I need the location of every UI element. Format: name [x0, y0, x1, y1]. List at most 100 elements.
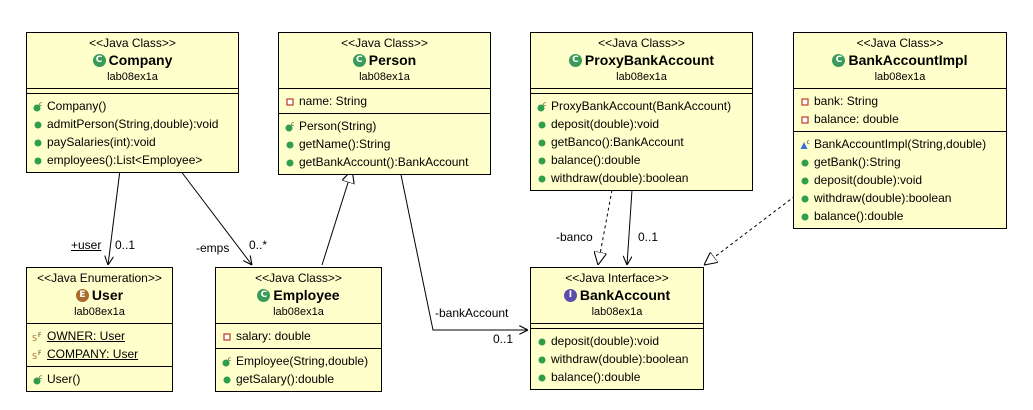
class-icon: C	[92, 53, 106, 67]
method-row[interactable]: deposit(double):void	[794, 171, 1006, 189]
method-row[interactable]: deposit(double):void	[531, 332, 703, 350]
package-label: lab08ex1a	[359, 71, 410, 83]
emps-role-label: -emps	[196, 241, 230, 255]
method-row[interactable]: withdraw(double):boolean	[531, 169, 752, 187]
method-text: getName():String	[299, 137, 391, 151]
method-row[interactable]: admitPerson(String,double):void	[27, 115, 238, 133]
method-row[interactable]: getBanco():BankAccount	[531, 133, 752, 151]
method-row[interactable]: deposit(double):void	[531, 115, 752, 133]
method-row[interactable]: getBank():String	[794, 153, 1006, 171]
class-name-text: Company	[108, 52, 173, 68]
method-text: withdraw(double):boolean	[814, 191, 952, 205]
constructor-icon: c	[32, 373, 44, 385]
edge-company-user	[108, 169, 121, 265]
svg-text:c: c	[807, 139, 810, 146]
attributes-compartment	[531, 89, 752, 94]
method-text: admitPerson(String,double):void	[47, 117, 219, 131]
method-text: getBankAccount():BankAccount	[299, 155, 469, 169]
attribute-text: bank: String	[814, 94, 879, 108]
attribute-row[interactable]: balance: double	[794, 110, 1006, 128]
method-row[interactable]: getSalary():double	[216, 370, 381, 388]
public-icon	[536, 371, 548, 383]
banco-multiplicity-label: 0..1	[638, 230, 659, 244]
attribute-text: OWNER: User	[47, 329, 125, 343]
method-row[interactable]: employees():List<Employee>	[27, 151, 238, 169]
banco-role-label: -banco	[556, 230, 593, 244]
edge-company-employee	[179, 169, 252, 265]
method-row[interactable]: c BankAccountImpl(String,double)	[794, 135, 1006, 153]
method-row[interactable]: getBankAccount():BankAccount	[279, 153, 490, 171]
public-icon	[799, 210, 811, 222]
methods-compartment: c ProxyBankAccount(BankAccount) deposit(do…	[531, 94, 752, 190]
method-text: deposit(double):void	[814, 173, 923, 187]
public-icon	[536, 353, 548, 365]
method-row[interactable]: c ProxyBankAccount(BankAccount)	[531, 97, 752, 115]
public-icon	[284, 156, 296, 168]
attribute-row[interactable]: bank: String	[794, 92, 1006, 110]
attribute-text: COMPANY: User	[47, 347, 139, 361]
method-row[interactable]: balance():double	[794, 207, 1006, 225]
enum-icon: E	[75, 288, 89, 302]
method-row[interactable]: balance():double	[531, 368, 703, 386]
stereotype-label: <<Java Class>>	[89, 36, 176, 50]
class-icon: C	[352, 53, 366, 67]
package-label: lab08ex1a	[107, 71, 158, 83]
public-icon	[32, 118, 44, 130]
method-row[interactable]: balance():double	[531, 151, 752, 169]
method-text: Employee(String,double)	[236, 354, 369, 368]
method-row[interactable]: withdraw(double):boolean	[531, 350, 703, 368]
edge-impl-realization	[704, 195, 796, 265]
class-icon: C	[568, 53, 582, 67]
stereotype-label: <<Java Class>>	[255, 271, 342, 285]
method-text: BankAccountImpl(String,double)	[814, 137, 987, 151]
method-text: ProxyBankAccount(BankAccount)	[551, 99, 732, 113]
public-icon	[799, 192, 811, 204]
private-icon	[221, 330, 233, 342]
user-role-label: +user	[71, 238, 102, 252]
stereotype-label: <<Java Interface>>	[565, 271, 669, 285]
method-text: Company()	[47, 99, 107, 113]
attribute-row[interactable]: salary: double	[216, 327, 381, 345]
method-row[interactable]: getName():String	[279, 135, 490, 153]
svg-text:c: c	[543, 101, 546, 108]
svg-text:S: S	[32, 352, 37, 361]
method-text: getBanco():BankAccount	[551, 135, 684, 149]
edge-proxy-banco	[627, 189, 633, 265]
stereotype-label: <<Java Class>>	[856, 36, 944, 50]
attribute-row[interactable]: name: String	[279, 92, 490, 110]
public-icon	[799, 156, 811, 168]
attributes-compartment	[531, 324, 703, 329]
class-name-text: ProxyBankAccount	[584, 52, 715, 68]
method-row[interactable]: withdraw(double):boolean	[794, 189, 1006, 207]
method-row[interactable]: paySalaries(int):void	[27, 133, 238, 151]
public-icon	[221, 373, 233, 385]
